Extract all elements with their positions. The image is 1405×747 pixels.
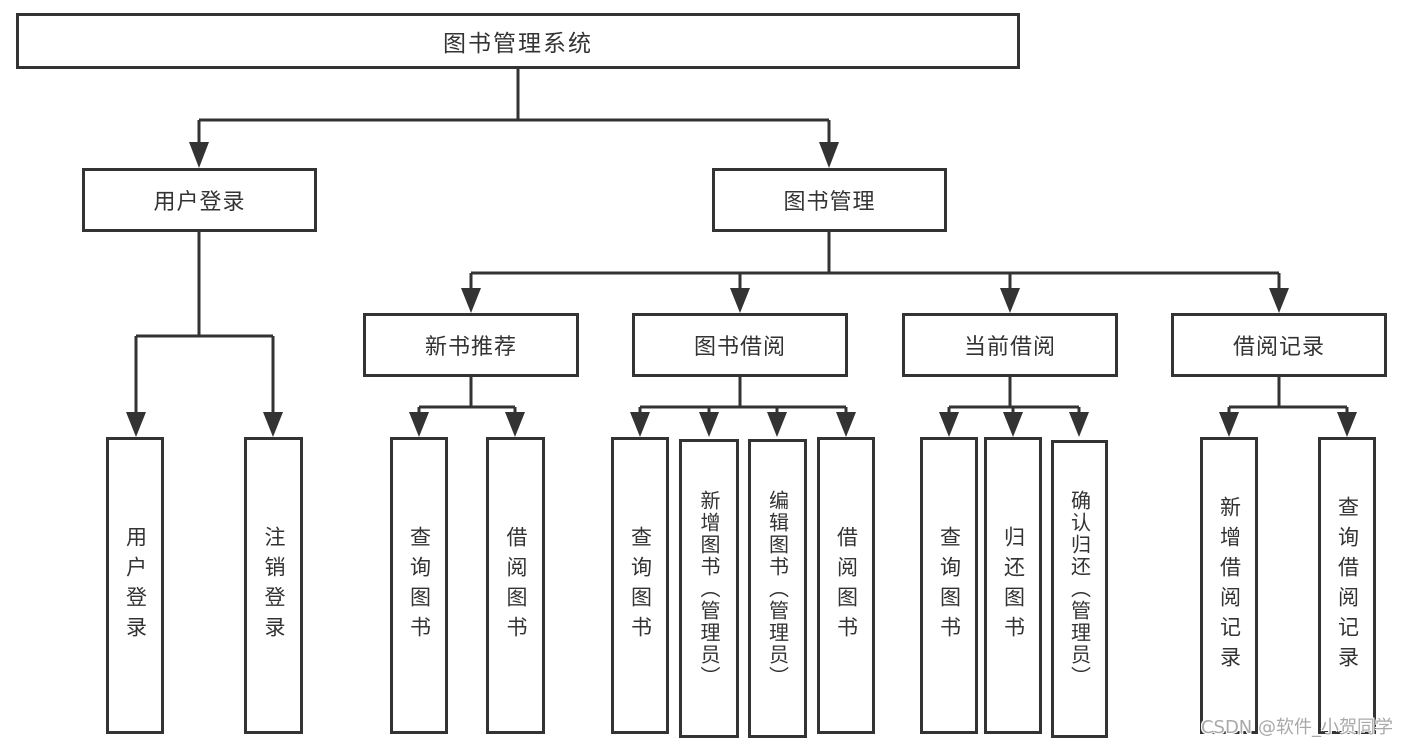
leaf-query-borrow-record-label: 查询借阅记录: [1335, 495, 1360, 676]
node-user-login: 用户登录: [82, 168, 317, 232]
leaf-confirm-return-admin: 确认归还（管理员）: [1051, 440, 1108, 738]
node-user-login-label: 用户登录: [153, 190, 246, 215]
connector-current-borrow-to-leaves: [939, 377, 1089, 437]
node-root: 图书管理系统: [16, 13, 1020, 69]
leaf-query-books-borrow: 查询图书: [611, 437, 669, 734]
node-new-book-rec-label: 新书推荐: [424, 335, 517, 360]
leaf-query-borrow-record: 查询借阅记录: [1318, 437, 1376, 734]
leaf-borrow-books-newrec: 借阅图书: [486, 437, 545, 734]
leaf-user-login-label: 用户登录: [123, 525, 148, 646]
connector-book-borrow-to-leaves: [630, 377, 856, 437]
leaf-edit-books-admin: 编辑图书（管理员）: [748, 439, 807, 738]
connector-user-login-to-leaves: [126, 232, 283, 437]
leaf-borrow-books-borrow-label: 借阅图书: [834, 525, 859, 646]
leaf-logout: 注销登录: [244, 437, 303, 734]
connector-borrow-records-to-leaves: [1219, 377, 1357, 437]
leaf-add-borrow-record-label: 新增借阅记录: [1217, 495, 1242, 676]
node-borrow-records-label: 借阅记录: [1232, 335, 1325, 360]
leaf-query-books-current: 查询图书: [920, 437, 978, 734]
connector-new-book-rec-to-leaves: [409, 377, 525, 437]
csdn-watermark: CSDN @软件_小贺同学: [1200, 717, 1393, 738]
leaf-query-books-newrec: 查询图书: [390, 437, 448, 734]
connector-root-to-level2: [189, 69, 839, 168]
node-current-borrow: 当前借阅: [902, 313, 1118, 377]
node-current-borrow-label: 当前借阅: [963, 335, 1056, 360]
leaf-query-books-borrow-label: 查询图书: [628, 525, 653, 646]
node-borrow-records: 借阅记录: [1171, 313, 1387, 377]
leaf-add-books-admin: 新增图书（管理员）: [679, 439, 739, 738]
node-root-label: 图书管理系统: [443, 31, 593, 57]
leaf-logout-label: 注销登录: [262, 525, 286, 646]
leaf-query-books-newrec-label: 查询图书: [407, 525, 432, 646]
leaf-add-books-admin-label: 新增图书（管理员）: [697, 489, 721, 688]
node-new-book-rec: 新书推荐: [363, 313, 579, 377]
node-book-borrow-label: 图书借阅: [693, 335, 786, 360]
leaf-borrow-books-newrec-label: 借阅图书: [504, 525, 528, 646]
leaf-user-login: 用户登录: [106, 437, 164, 734]
leaf-borrow-books-borrow: 借阅图书: [817, 437, 875, 734]
leaf-edit-books-admin-label: 编辑图书（管理员）: [765, 489, 790, 688]
leaf-return-books-label: 归还图书: [1001, 525, 1026, 646]
leaf-return-books: 归还图书: [984, 437, 1042, 734]
node-book-mgmt: 图书管理: [712, 168, 947, 232]
leaf-add-borrow-record: 新增借阅记录: [1200, 437, 1258, 734]
node-book-borrow: 图书借阅: [632, 313, 848, 377]
connector-book-mgmt-to-level3: [461, 232, 1289, 313]
leaf-confirm-return-admin-label: 确认归还（管理员）: [1067, 490, 1092, 688]
node-book-mgmt-label: 图书管理: [783, 190, 876, 215]
leaf-query-books-current-label: 查询图书: [937, 525, 962, 646]
